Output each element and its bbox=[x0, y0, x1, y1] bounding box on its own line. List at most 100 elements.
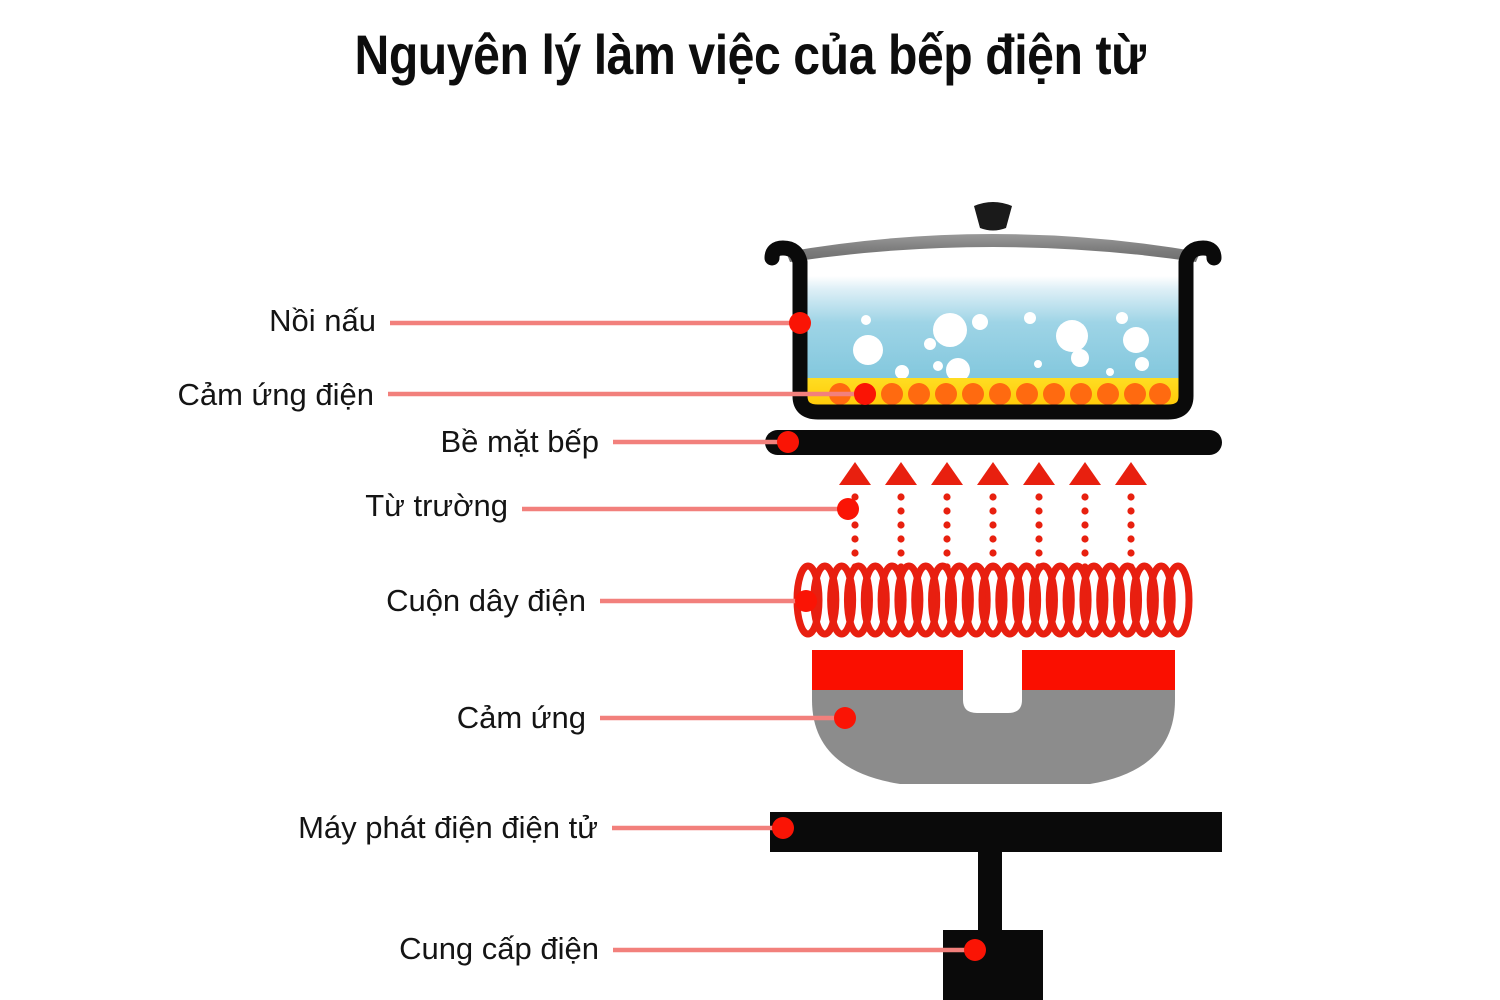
coil-turn bbox=[827, 562, 857, 638]
induction-dot-group bbox=[829, 383, 1171, 405]
field-stem-dot bbox=[1127, 493, 1135, 501]
coil-turn bbox=[928, 562, 958, 638]
pan-base-layer bbox=[800, 378, 1186, 410]
field-arrow-head bbox=[931, 462, 963, 485]
label-may-phat-dien: Máy phát điện điện tử bbox=[298, 810, 598, 845]
pot-outline bbox=[764, 240, 1222, 420]
field-stem-dot bbox=[851, 535, 859, 543]
coil-turn bbox=[995, 562, 1025, 638]
field-stem-dot bbox=[1035, 521, 1043, 529]
field-stem-dot bbox=[851, 507, 859, 515]
coil-turn bbox=[1012, 562, 1042, 638]
generator-group bbox=[770, 812, 1222, 934]
field-stem-dot bbox=[989, 549, 997, 557]
cooktop-surface bbox=[765, 430, 1222, 455]
field-stem-dot bbox=[1081, 563, 1089, 571]
generator-stem bbox=[978, 848, 1002, 934]
coil-turn bbox=[1113, 562, 1143, 638]
label-cam-ung-dien: Cảm ứng điện bbox=[177, 377, 374, 412]
coil-turn bbox=[1146, 562, 1176, 638]
field-stem-dot bbox=[989, 535, 997, 543]
field-stem-dot bbox=[851, 563, 859, 571]
field-arrow-head bbox=[977, 462, 1009, 485]
sensor-group bbox=[812, 646, 1175, 784]
coil-turn bbox=[978, 562, 1008, 638]
field-stem-dot bbox=[1035, 493, 1043, 501]
label-noi-nau: Nồi nấu bbox=[269, 303, 376, 338]
field-stem-dot bbox=[851, 549, 859, 557]
coil-turn bbox=[1163, 562, 1193, 638]
field-stem-dot bbox=[1035, 563, 1043, 571]
coil-turn bbox=[961, 562, 991, 638]
leader-dot-cuon-day-dien bbox=[795, 590, 817, 612]
coil-turn bbox=[944, 562, 974, 638]
field-stem-dot bbox=[1081, 521, 1089, 529]
label-be-mat-bep: Bề mặt bếp bbox=[440, 424, 599, 459]
pot-lid bbox=[786, 234, 1200, 262]
sensor-body bbox=[812, 650, 1175, 784]
sensor-red-band bbox=[812, 650, 1175, 690]
page-title: Nguyên lý làm việc của bếp điện từ bbox=[354, 23, 1146, 86]
field-stem-dot bbox=[1081, 493, 1089, 501]
label-cuon-day-dien: Cuộn dây điện bbox=[386, 583, 586, 618]
leader-dot-be-mat-bep bbox=[777, 431, 799, 453]
field-stem-dot bbox=[989, 493, 997, 501]
coil-turn bbox=[1028, 562, 1058, 638]
induction-coil bbox=[793, 562, 1193, 638]
magnetic-field-group bbox=[839, 462, 1147, 571]
coil-turn bbox=[1045, 562, 1075, 638]
leader-dot-may-phat-dien bbox=[772, 817, 794, 839]
field-stem-dot bbox=[943, 535, 951, 543]
pot-group bbox=[764, 202, 1222, 420]
field-stem-dot bbox=[989, 507, 997, 515]
field-arrow-head bbox=[1115, 462, 1147, 485]
field-stem-dot bbox=[1127, 521, 1135, 529]
field-stem-dot bbox=[897, 521, 905, 529]
label-cam-ung: Cảm ứng bbox=[456, 700, 586, 735]
coil-turn bbox=[911, 562, 941, 638]
coil-turn bbox=[793, 562, 823, 638]
field-stem-dot bbox=[1081, 549, 1089, 557]
field-stem-dot bbox=[1081, 535, 1089, 543]
coil-turn bbox=[877, 562, 907, 638]
field-stem-dot bbox=[897, 493, 905, 501]
water-body bbox=[800, 276, 1186, 380]
field-stem-dot bbox=[1035, 507, 1043, 515]
leader-dot-cung-cap-dien bbox=[964, 939, 986, 961]
coil-turn bbox=[810, 562, 840, 638]
coil-turn bbox=[1096, 562, 1126, 638]
field-stem-dot bbox=[1127, 549, 1135, 557]
field-stem-dot bbox=[989, 521, 997, 529]
leader-dot-cam-ung-dien bbox=[854, 383, 876, 405]
field-stem-dot bbox=[897, 563, 905, 571]
field-stem-dot bbox=[943, 563, 951, 571]
lid-knob-icon bbox=[974, 202, 1012, 231]
field-stem-dot bbox=[989, 563, 997, 571]
field-stem-dot bbox=[1127, 535, 1135, 543]
coil-turn bbox=[894, 562, 924, 638]
label-tu-truong: Từ trường bbox=[365, 488, 508, 523]
field-stem-dot bbox=[1035, 549, 1043, 557]
field-arrow-head bbox=[1069, 462, 1101, 485]
field-stem-dot bbox=[1127, 507, 1135, 515]
label-cung-cap-dien: Cung cấp điện bbox=[399, 931, 599, 966]
water-surface bbox=[800, 268, 1186, 276]
leader-dot-tu-truong bbox=[837, 498, 859, 520]
coil-turn bbox=[860, 562, 890, 638]
field-arrow-head bbox=[1023, 462, 1055, 485]
field-stem-dot bbox=[897, 549, 905, 557]
pot-contents bbox=[800, 268, 1186, 410]
field-arrow-head bbox=[885, 462, 917, 485]
field-stem-dot bbox=[1035, 535, 1043, 543]
field-arrow-head bbox=[839, 462, 871, 485]
sensor-notch bbox=[963, 646, 1022, 713]
field-stem-dot bbox=[943, 507, 951, 515]
field-stem-dot bbox=[1127, 563, 1135, 571]
field-stem-dot bbox=[851, 521, 859, 529]
field-stem-dot bbox=[943, 521, 951, 529]
field-stem-dot bbox=[897, 507, 905, 515]
coil-turn bbox=[1062, 562, 1092, 638]
coil-turn bbox=[1129, 562, 1159, 638]
leader-dot-noi-nau bbox=[789, 312, 811, 334]
